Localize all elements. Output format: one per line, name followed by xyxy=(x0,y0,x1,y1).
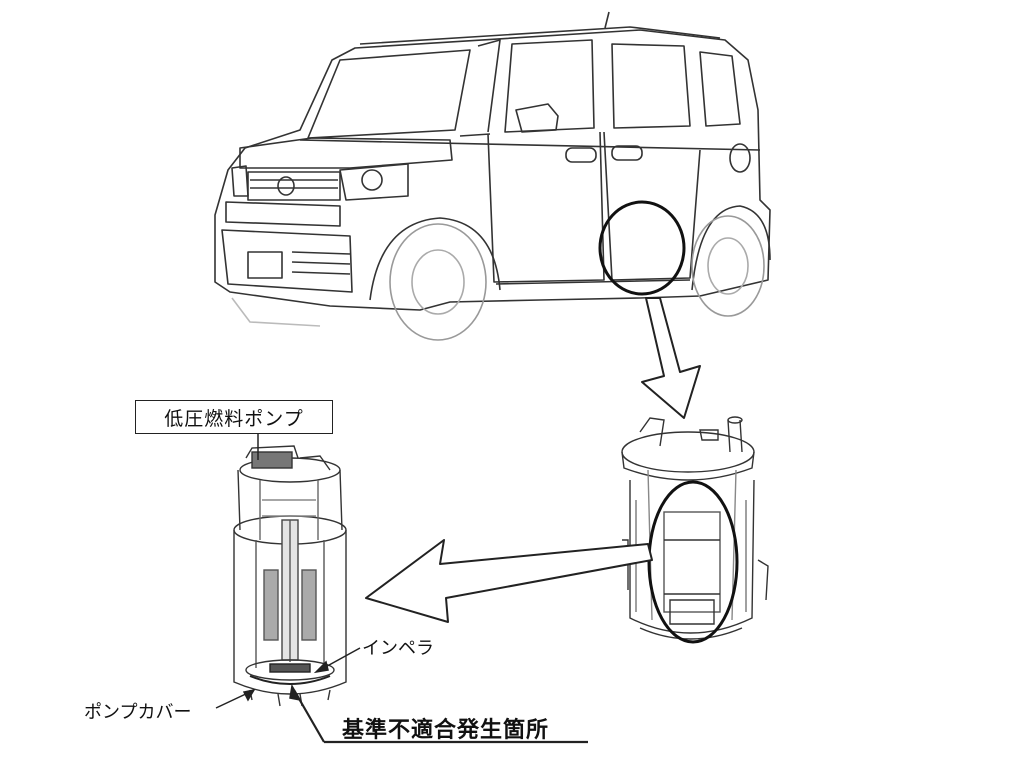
fuel-pump-module-illustration xyxy=(621,416,769,640)
fuel-pump-cutaway-illustration xyxy=(233,445,347,707)
arrow-car-to-module xyxy=(641,297,701,419)
fuel-tank-location-circle xyxy=(598,200,686,296)
low-pressure-fuel-pump-label: 低圧燃料ポンプ xyxy=(135,400,333,434)
leader-lines xyxy=(215,434,588,744)
impeller-label: インペラ xyxy=(362,638,434,659)
pump-cover-label: ポンプカバー xyxy=(84,702,192,723)
pump-location-ellipse xyxy=(647,480,739,644)
low-pressure-fuel-pump-text: 低圧燃料ポンプ xyxy=(164,407,304,430)
arrow-module-to-pump xyxy=(365,539,653,623)
defect-location-label: 基準不適合発生箇所 xyxy=(342,717,550,743)
vehicle-illustration xyxy=(214,11,771,341)
